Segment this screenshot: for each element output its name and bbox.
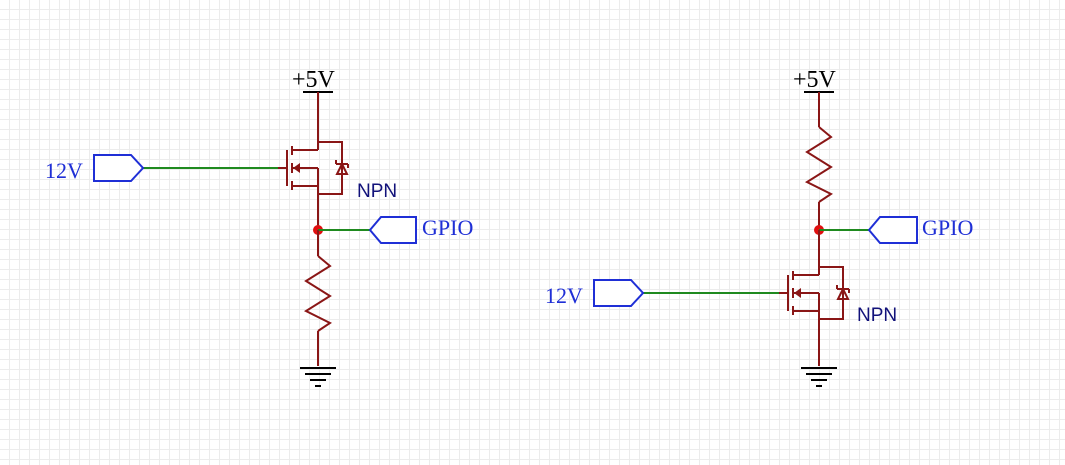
output-port-gpio-right[interactable] [867,216,918,244]
input-port-12v-right[interactable] [593,279,645,307]
input-port-label-right: 12V [545,283,583,308]
circuit-right: +5V GPIO [545,67,973,387]
power-symbol-right: +5V [793,67,837,93]
input-port-12v-left[interactable] [93,154,145,182]
resistor-right [804,92,833,230]
mosfet-right [779,230,850,366]
output-port-label-right: GPIO [922,215,973,240]
output-port-label-left: GPIO [422,215,473,240]
ground-symbol-left [300,367,336,387]
mosfet-left [278,118,349,228]
power-label-left: +5V [292,67,336,93]
transistor-label-right: NPN [857,305,897,326]
input-port-label-left: 12V [45,158,83,183]
power-label-right: +5V [793,67,837,93]
power-symbol-left: +5V [292,67,336,93]
ground-symbol-right [801,367,837,387]
resistor-left [303,230,332,366]
output-port-gpio-left[interactable] [368,216,417,244]
transistor-label-left: NPN [357,181,397,202]
circuit-left: +5V NPN [45,67,473,387]
